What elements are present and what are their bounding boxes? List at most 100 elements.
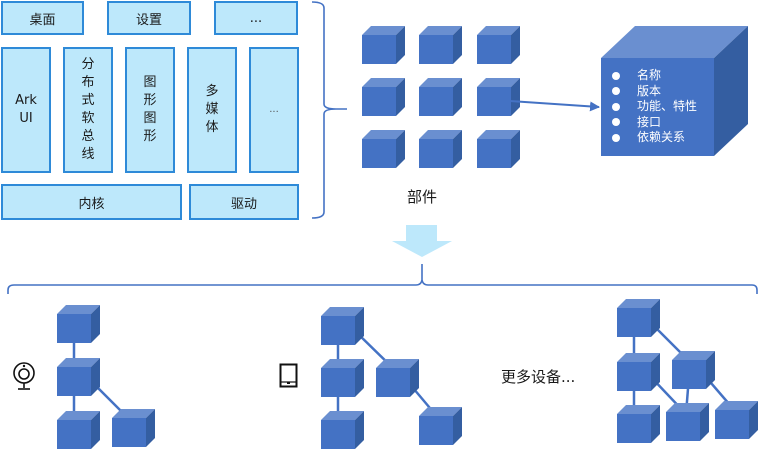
cube-side-face (714, 26, 748, 156)
stack-box-label-line: 多 (205, 84, 219, 99)
device-2-component-cube (376, 359, 419, 397)
stack-box-label-line: 图 (143, 111, 157, 126)
device-3-component-cube (617, 299, 660, 337)
stack-box-label-line: 形 (143, 93, 157, 108)
device-2-component-cube (321, 307, 364, 345)
stack-box-label-line: 体 (205, 120, 219, 135)
bullet-icon (612, 118, 620, 127)
cube-side-face (453, 26, 462, 64)
cube-side-face (700, 403, 709, 441)
cube-side-face (511, 26, 520, 64)
bullet-icon (612, 87, 620, 96)
device-2-component-cube (321, 411, 364, 449)
component-grid (362, 26, 520, 168)
cube-side-face (396, 26, 405, 64)
device-3-component-cube (672, 351, 715, 389)
cube-front-face (617, 414, 651, 443)
cube-top-face (419, 130, 462, 139)
stack-box-label-line: UI (19, 111, 33, 126)
stack-box-more-apps: ... (214, 1, 298, 35)
component-cube (477, 130, 520, 168)
cube-front-face (362, 139, 396, 168)
stack-box-label-line: 布 (81, 75, 95, 90)
cube-front-face (57, 367, 91, 396)
tablet-icon (279, 363, 298, 388)
cube-side-face (453, 407, 462, 445)
stack-box-label: 驱动 (230, 196, 257, 212)
device-3-component-cube (617, 405, 660, 443)
cube-side-face (396, 78, 405, 116)
cube-side-face (511, 130, 520, 168)
attribute-label: 依赖关系 (637, 130, 686, 145)
component-attribute-list: 名称 版本 功能、特性 接口 依赖关系 (610, 68, 697, 146)
stack-box-label-line: ... (269, 104, 279, 115)
webcam-icon (13, 362, 35, 390)
attribute-label: 版本 (637, 83, 662, 98)
cube-front-face (419, 139, 453, 168)
cube-top-face (376, 359, 419, 368)
cube-top-face (321, 411, 364, 420)
cube-side-face (651, 405, 660, 443)
cube-top-face (57, 358, 100, 367)
cube-front-face (477, 35, 511, 64)
cube-side-face (651, 353, 660, 391)
cube-front-face (57, 314, 91, 343)
cube-top-face (601, 26, 748, 58)
cube-side-face (706, 351, 715, 389)
cube-side-face (410, 359, 419, 397)
device-1-component-cube (57, 305, 100, 343)
component-cube (419, 78, 462, 116)
cube-front-face (362, 87, 396, 116)
stack-box-label-line: 线 (81, 147, 95, 162)
cube-top-face (362, 130, 405, 139)
cube-side-face (651, 299, 660, 337)
attribute-item: 接口 (610, 115, 697, 131)
cube-top-face (477, 130, 520, 139)
stack-box-distributed-softbus: 分 布 式 软 总 线 (63, 47, 113, 173)
cube-top-face (362, 78, 405, 87)
device-1-component-cube (112, 409, 155, 447)
stack-box-multimedia: 多 媒 体 (187, 47, 237, 173)
cube-side-face (355, 359, 364, 397)
cube-side-face (146, 409, 155, 447)
attribute-item: 功能、特性 (610, 99, 697, 115)
cube-front-face (419, 416, 453, 445)
cube-front-face (666, 412, 700, 441)
cube-top-face (477, 78, 520, 87)
stack-box-label-line: 图 (143, 75, 157, 90)
stack-box-desktop: 桌面 (1, 1, 84, 35)
component-cube (362, 130, 405, 168)
stack-box-ark-ui: Ark UI (1, 47, 51, 173)
cube-top-face (419, 78, 462, 87)
cube-top-face (419, 26, 462, 35)
attribute-item: 版本 (610, 84, 697, 100)
cube-top-face (715, 401, 758, 410)
bullet-icon (612, 102, 620, 111)
bullet-icon (612, 71, 620, 80)
device-topology-cubes (57, 299, 758, 449)
stack-box-label-line: Ark (15, 93, 37, 108)
component-cube (362, 26, 405, 64)
cube-top-face (419, 407, 462, 416)
stack-box-graphics: 图 形 图 形 (125, 47, 175, 173)
devices-brace (7, 264, 758, 294)
cube-front-face (477, 87, 511, 116)
stack-box-more-services: ... (249, 47, 299, 173)
down-arrow (392, 225, 452, 257)
cube-top-face (321, 359, 364, 368)
cube-side-face (749, 401, 758, 439)
cube-top-face (617, 299, 660, 308)
stack-box-label-line: 式 (81, 93, 95, 108)
components-label: 部件 (407, 188, 438, 206)
component-cube (477, 26, 520, 64)
cube-top-face (112, 409, 155, 418)
stack-brace (311, 1, 347, 219)
stack-box-label-line: 分 (81, 57, 95, 72)
component-detail-arrow (509, 100, 600, 112)
cube-side-face (453, 78, 462, 116)
cube-side-face (396, 130, 405, 168)
device-2-component-cube (321, 359, 364, 397)
stack-box-label-line: 形 (143, 129, 157, 144)
cube-front-face (57, 420, 91, 449)
cube-top-face (57, 305, 100, 314)
